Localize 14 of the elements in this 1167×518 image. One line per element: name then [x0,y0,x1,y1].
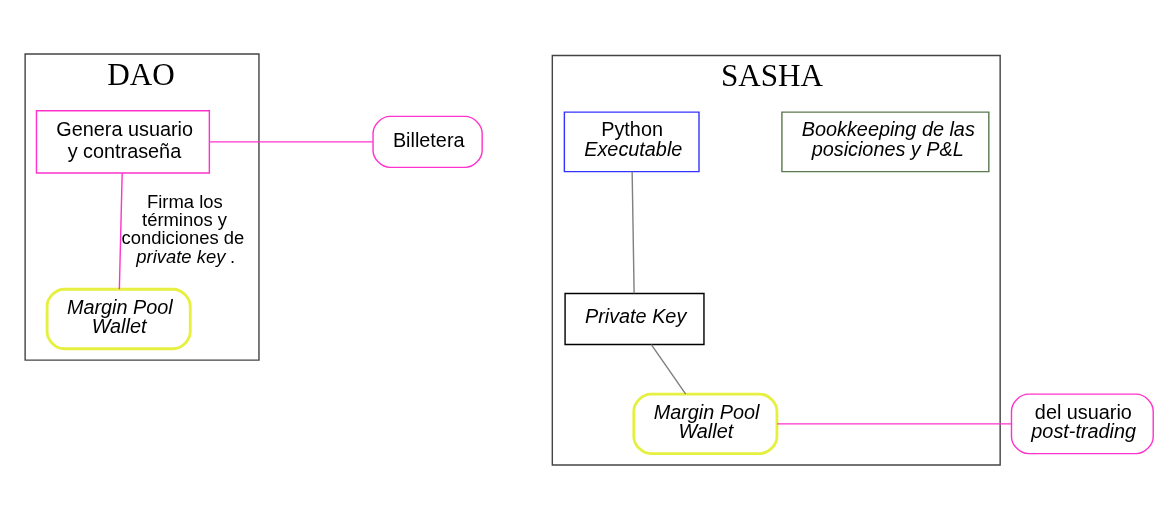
node-box: Genera usuario y contraseña [35,109,211,174]
node-box: Margin Pool Wallet [45,287,192,350]
connector [650,343,687,395]
node-box: Python Executable [563,110,700,172]
node-box: Billetera [372,115,483,168]
node-box: del usuario post-trading [1010,392,1154,454]
connector [631,170,635,294]
node-box: Bookkeeping de las posiciones y P&L [781,110,990,172]
node-box: Private Key [564,292,705,345]
node-box: Margin Pool Wallet [632,392,779,455]
connector [209,140,374,143]
edge-label: Firma los términos y condiciones de private key. [121,190,245,267]
connector [776,422,1013,425]
connector [118,172,123,290]
